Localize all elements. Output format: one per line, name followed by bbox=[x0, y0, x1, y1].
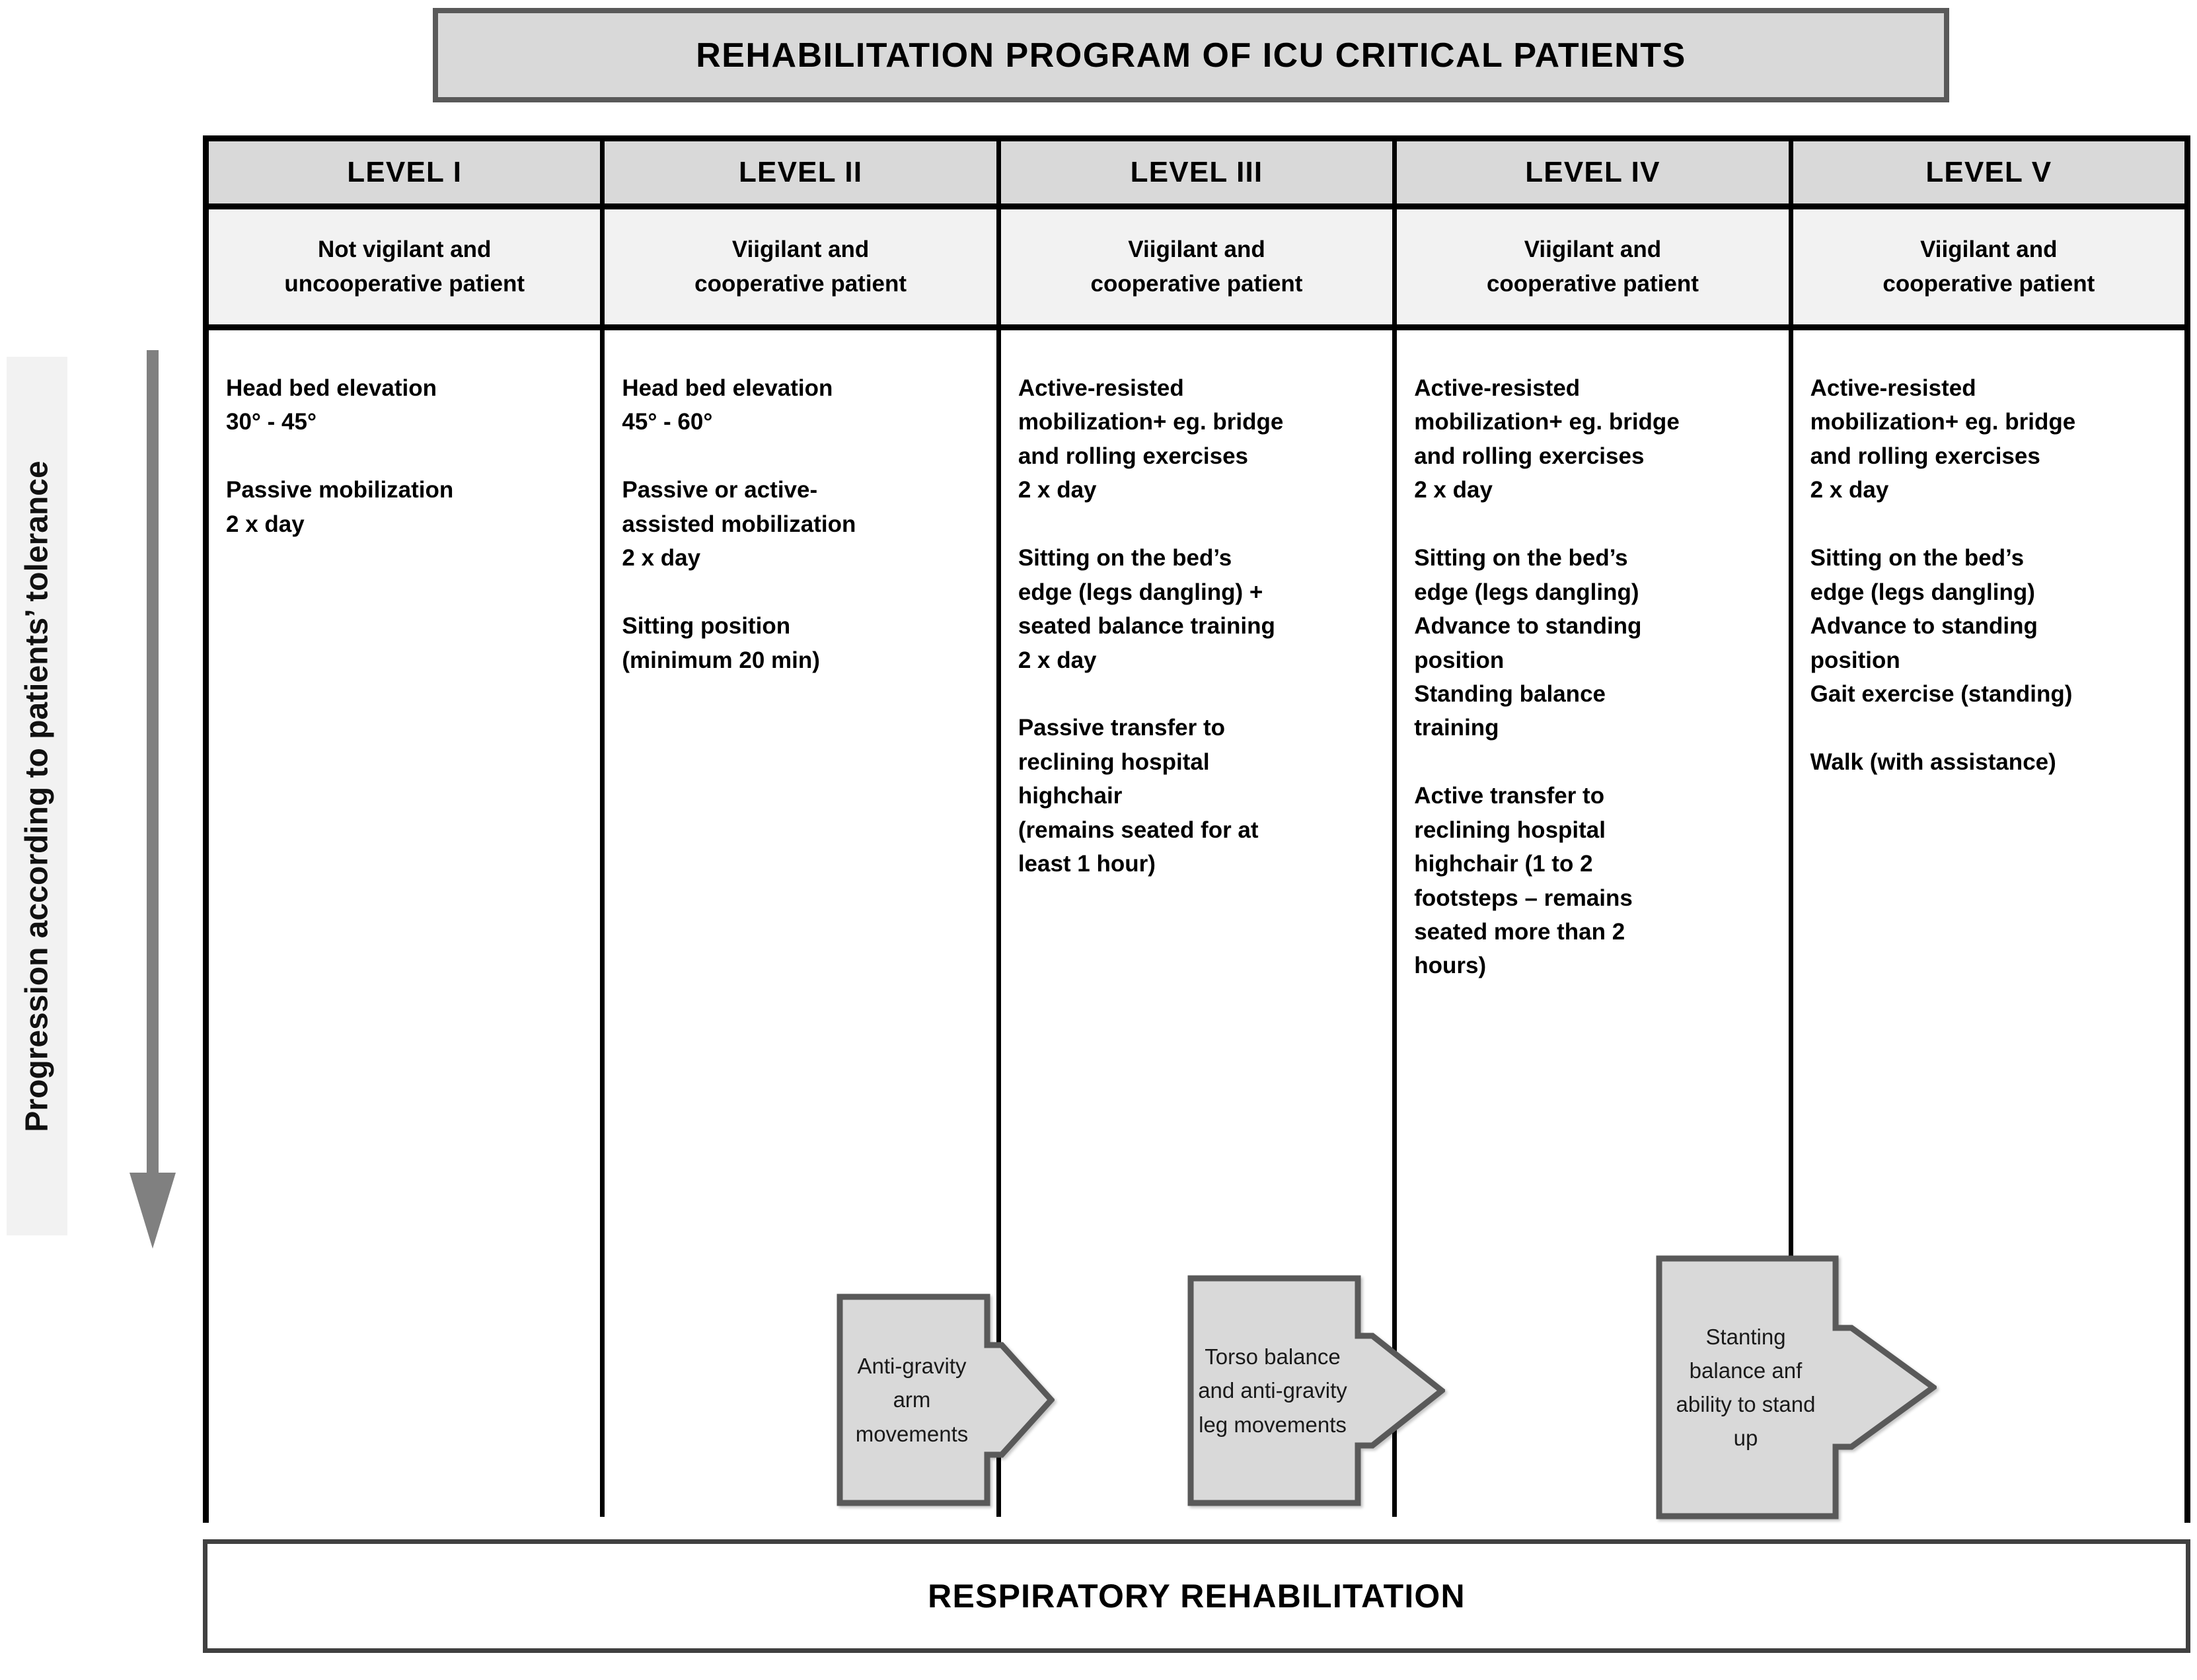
patient-status-cell-4: Viigilant and cooperative patient bbox=[1397, 209, 1793, 324]
level-label-4: LEVEL IV bbox=[1525, 156, 1660, 188]
interventions-text-3: Active-resisted mobilization+ eg. bridge… bbox=[1018, 375, 1284, 877]
patient-status-5: Viigilant and cooperative patient bbox=[1882, 237, 2095, 297]
level-header-cell-2: LEVEL II bbox=[605, 141, 1001, 203]
respiratory-rehabilitation-bar: RESPIRATORY REHABILITATION bbox=[203, 1539, 2190, 1653]
diagram-title-banner: REHABILITATION PROGRAM OF ICU CRITICAL P… bbox=[433, 8, 1949, 102]
patient-status-cell-2: Viigilant and cooperative patient bbox=[605, 209, 1001, 324]
progression-label: Progression according to patients’ toler… bbox=[19, 460, 55, 1132]
level-header-cell-3: LEVEL III bbox=[1001, 141, 1397, 203]
callout-text-1: Anti-gravity arm movements bbox=[855, 1354, 969, 1446]
interventions-text-2: Head bed elevation 45° - 60° Passive or … bbox=[622, 375, 856, 673]
interventions-cell-5: Active-resisted mobilization+ eg. bridge… bbox=[1793, 330, 2184, 1517]
interventions-row: Head bed elevation 30° - 45° Passive mob… bbox=[209, 330, 2184, 1517]
interventions-cell-4: Active-resisted mobilization+ eg. bridge… bbox=[1397, 330, 1793, 1517]
callout-arrow-1: Anti-gravity arm movements bbox=[837, 1294, 1055, 1506]
levels-header-row: LEVEL I LEVEL II LEVEL III LEVEL IV LEVE… bbox=[209, 141, 2184, 209]
levels-table: LEVEL I LEVEL II LEVEL III LEVEL IV LEVE… bbox=[203, 135, 2190, 1523]
interventions-cell-3: Active-resisted mobilization+ eg. bridge… bbox=[1001, 330, 1397, 1517]
level-label-2: LEVEL II bbox=[738, 156, 863, 188]
interventions-cell-1: Head bed elevation 30° - 45° Passive mob… bbox=[209, 330, 605, 1517]
page-title: REHABILITATION PROGRAM OF ICU CRITICAL P… bbox=[696, 36, 1686, 75]
interventions-text-4: Active-resisted mobilization+ eg. bridge… bbox=[1414, 375, 1680, 979]
callout-arrow-3: Stanting balance anf ability to stand up bbox=[1656, 1255, 1937, 1519]
patient-status-4: Viigilant and cooperative patient bbox=[1486, 237, 1699, 297]
interventions-text-1: Head bed elevation 30° - 45° Passive mob… bbox=[226, 375, 454, 537]
interventions-cell-2: Head bed elevation 45° - 60° Passive or … bbox=[605, 330, 1001, 1517]
level-header-cell-1: LEVEL I bbox=[209, 141, 605, 203]
callout-text-2: Torso balance and anti-gravity leg movem… bbox=[1198, 1344, 1347, 1437]
progression-down-arrow bbox=[130, 350, 176, 1249]
level-header-cell-4: LEVEL IV bbox=[1397, 141, 1793, 203]
level-label-1: LEVEL I bbox=[347, 156, 463, 188]
patient-status-cell-1: Not vigilant and uncooperative patient bbox=[209, 209, 605, 324]
callout-text-3: Stanting balance anf ability to stand up bbox=[1676, 1324, 1816, 1451]
interventions-text-5: Active-resisted mobilization+ eg. bridge… bbox=[1810, 375, 2076, 775]
level-label-5: LEVEL V bbox=[1925, 156, 2052, 188]
level-label-3: LEVEL III bbox=[1130, 156, 1263, 188]
level-header-cell-5: LEVEL V bbox=[1793, 141, 2184, 203]
patient-status-cell-5: Viigilant and cooperative patient bbox=[1793, 209, 2184, 324]
patient-status-2: Viigilant and cooperative patient bbox=[694, 237, 907, 297]
patient-status-1: Not vigilant and uncooperative patient bbox=[284, 237, 525, 297]
footer-label: RESPIRATORY REHABILITATION bbox=[928, 1578, 1466, 1615]
patient-status-cell-3: Viigilant and cooperative patient bbox=[1001, 209, 1397, 324]
progression-label-band: Progression according to patients’ toler… bbox=[7, 357, 67, 1235]
callout-arrow-2: Torso balance and anti-gravity leg movem… bbox=[1187, 1275, 1445, 1506]
patient-status-3: Viigilant and cooperative patient bbox=[1090, 237, 1303, 297]
patient-status-row: Not vigilant and uncooperative patient V… bbox=[209, 209, 2184, 330]
